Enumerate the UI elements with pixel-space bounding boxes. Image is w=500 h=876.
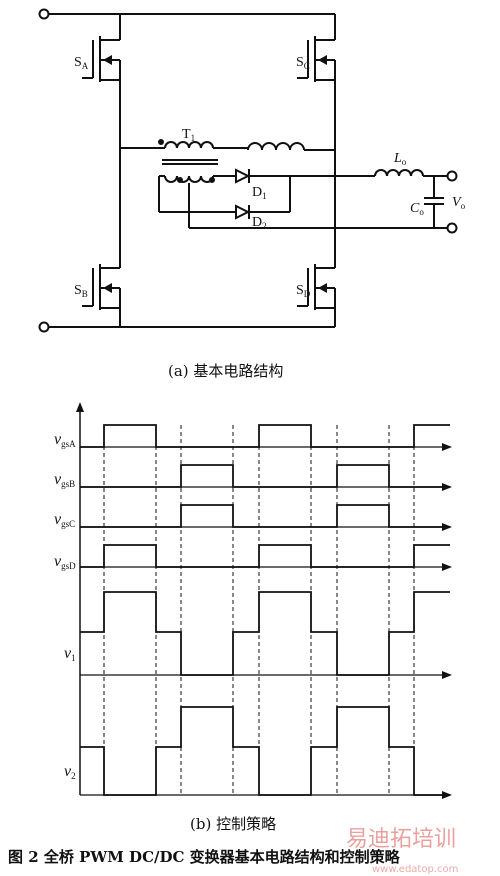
output-filter xyxy=(374,169,458,234)
svg-text:www.edatop.com: www.edatop.com xyxy=(372,864,458,875)
svg-text:D1: D1 xyxy=(252,185,267,201)
vo-label: V xyxy=(452,195,462,210)
svg-text:vgsB: vgsB xyxy=(54,471,75,489)
switch-sb xyxy=(82,148,121,327)
output-terminal-bottom xyxy=(446,222,458,234)
switch-sd xyxy=(297,150,336,327)
svg-text:Co: Co xyxy=(410,201,424,217)
transformer-t1 xyxy=(120,139,248,183)
output-terminal-top xyxy=(446,170,458,182)
caption-b: (b) 控制策略 xyxy=(190,815,276,833)
baseline-arrows xyxy=(442,443,452,799)
svg-text:vgsA: vgsA xyxy=(54,431,76,449)
watermark-logo: 易迪拓培训 www.edatop.com xyxy=(346,827,458,875)
axis-arrow-icon xyxy=(76,402,84,412)
waveform-v1 xyxy=(80,591,450,676)
vgsc-label: v xyxy=(54,511,62,528)
signal-baselines xyxy=(80,446,445,796)
svg-text:T1: T1 xyxy=(182,127,195,143)
d1-label: D xyxy=(252,185,262,200)
vgsa-label: v xyxy=(54,431,62,448)
circuit-labels: SA SB SC SD T1 D1 D2 Lo Co Vo xyxy=(74,55,466,299)
lo-label: L xyxy=(393,151,402,166)
svg-text:SD: SD xyxy=(296,283,311,299)
svg-text:vgsC: vgsC xyxy=(54,511,75,529)
primary-inductor xyxy=(247,142,335,151)
waveform-vgsb xyxy=(80,464,450,488)
input-terminal-bottom xyxy=(38,321,50,333)
svg-text:D2: D2 xyxy=(252,215,267,231)
svg-text:SB: SB xyxy=(74,283,88,299)
svg-text:SA: SA xyxy=(74,55,89,71)
switch-sa xyxy=(82,14,121,148)
vgsb-label: v xyxy=(54,471,62,488)
timing-diagram xyxy=(76,402,452,799)
sc-label: S xyxy=(296,55,304,70)
sa-label: S xyxy=(74,55,82,70)
svg-text:易迪拓培训: 易迪拓培训 xyxy=(346,827,456,852)
caption-a: (a) 基本电路结构 xyxy=(168,362,283,380)
d2-label: D xyxy=(252,215,262,230)
svg-text:v1: v1 xyxy=(64,645,76,663)
sb-label: S xyxy=(74,283,82,298)
co-label: C xyxy=(410,201,420,216)
switch-sc xyxy=(297,14,336,150)
vgsd-label: v xyxy=(54,553,62,570)
timing-labels: vgsA vgsB vgsC vgsD v1 v2 xyxy=(54,431,76,781)
v2-label: v xyxy=(64,763,72,780)
sd-label: S xyxy=(296,283,304,298)
waveform-vgsc xyxy=(80,504,450,528)
v1-label: v xyxy=(64,645,72,662)
svg-text:Lo: Lo xyxy=(393,151,407,167)
figure-caption: 图 2 全桥 PWM DC/DC 变换器基本电路结构和控制策略 xyxy=(8,848,401,866)
svg-text:Vo: Vo xyxy=(452,195,466,211)
waveform-vgsd xyxy=(80,544,450,568)
circuit-diagram xyxy=(38,8,458,333)
input-terminal-top xyxy=(38,8,50,20)
svg-text:vgsD: vgsD xyxy=(54,553,76,571)
svg-text:SC: SC xyxy=(296,55,310,71)
t1-label: T xyxy=(182,127,191,142)
rectifier xyxy=(158,168,452,229)
waveform-vgsa xyxy=(80,424,450,448)
waveform-v2 xyxy=(80,706,450,796)
svg-text:v2: v2 xyxy=(64,763,76,781)
